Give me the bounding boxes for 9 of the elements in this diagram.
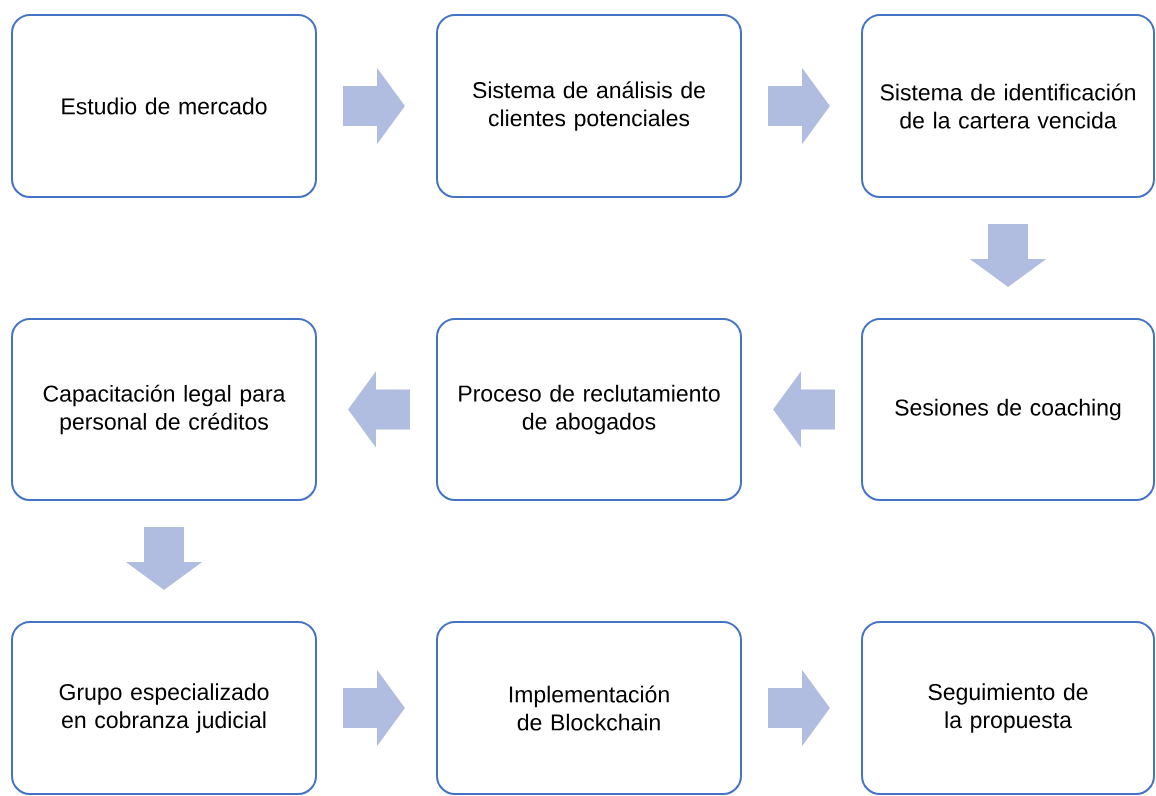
process-box: Grupo especializado en cobranza judicial	[11, 621, 317, 795]
process-box: Proceso de reclutamiento de abogados	[436, 318, 742, 501]
process-box: Sistema de identificación de la cartera vencida	[861, 14, 1155, 198]
process-box: Sistema de análisis de clientes potenciales	[436, 14, 742, 198]
process-box: Capacitación legal para personal de créditos	[11, 318, 317, 501]
process-box: Estudio de mercado	[11, 14, 317, 198]
process-box: Implementación de Blockchain	[436, 621, 742, 795]
process-box: Sesiones de coaching	[861, 318, 1155, 501]
process-box: Seguimiento de la propuesta	[861, 621, 1155, 795]
